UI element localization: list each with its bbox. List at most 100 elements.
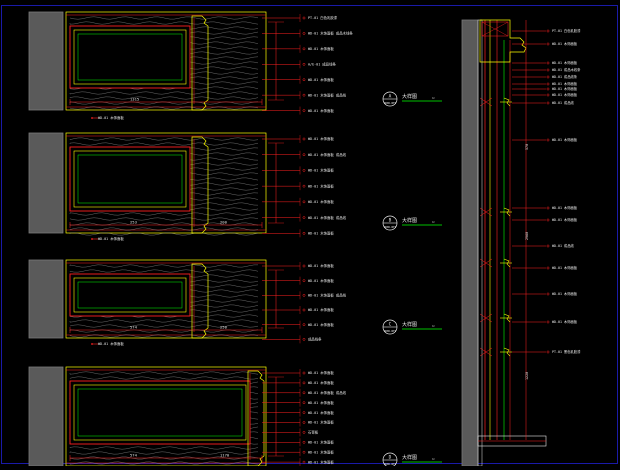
- leader-node: [546, 68, 550, 72]
- material-label: WD-01 木饰面板: [308, 400, 334, 405]
- section-callout-sheet: SB06-NF1: [384, 329, 397, 333]
- material-label: WD-01 木饰面板: [98, 341, 124, 346]
- leader-node: [302, 371, 306, 375]
- material-label: WD-01 木饰面板: [98, 236, 124, 241]
- moulding-detail: [503, 313, 511, 323]
- wall-block: [28, 366, 64, 467]
- sheet-border: [1, 5, 618, 464]
- material-label: WD-01 木饰面板: [308, 199, 334, 204]
- section-scale: 1:: [432, 220, 436, 224]
- material-label: A/E-01 成品线条: [308, 61, 336, 66]
- leader-node: [302, 381, 306, 385]
- material-label: WD-01 木饰面板: [308, 230, 334, 235]
- dimension-value: 2960: [525, 232, 529, 240]
- leader-node: [302, 200, 306, 204]
- material-label: WD-01 木饰面板 成品线: [308, 215, 347, 220]
- wood-grain-line: [69, 269, 259, 273]
- dimension-value: 1220: [525, 372, 529, 380]
- leader-node: [302, 279, 306, 283]
- material-label: WD-01 木饰面板: [552, 92, 578, 97]
- material-label: WD-01 木饰面板: [308, 77, 334, 82]
- section-scale: 1:: [432, 324, 436, 328]
- leader-dot: [91, 117, 93, 119]
- wood-grain-line: [69, 106, 259, 110]
- leader-node: [546, 87, 550, 91]
- material-label: WD-01 木饰面板: [308, 380, 334, 385]
- moulding-detail: [503, 97, 511, 107]
- section-callout-letter: C: [389, 322, 392, 328]
- leader-node: [302, 216, 306, 219]
- dimension-value: 574: [130, 453, 138, 458]
- leader-node: [302, 153, 306, 157]
- material-label: WD-01 木饰面板: [308, 410, 334, 415]
- inner-frame-core: [77, 33, 183, 81]
- wood-grain-line: [69, 227, 259, 231]
- cad-line: [479, 258, 493, 268]
- panel-outline: [65, 11, 267, 111]
- leader-node: [546, 266, 550, 270]
- material-label: WD-01 木饰面板: [308, 183, 334, 188]
- material-label: WD-01 木饰面板: [308, 307, 334, 312]
- material-label: WD-01 木饰面板: [552, 265, 578, 270]
- cad-line: [479, 347, 493, 357]
- moulding-profile: [191, 263, 209, 339]
- leader-node: [546, 350, 550, 354]
- material-label: WD-01 木饰面板: [552, 86, 578, 91]
- leader-node: [546, 206, 550, 210]
- wood-grain-line: [69, 217, 259, 221]
- leader-node: [546, 29, 550, 33]
- section-title: 大样图: [402, 217, 417, 224]
- section-title: 大样图: [402, 321, 417, 328]
- material-label: WD-01 成品线: [552, 243, 575, 248]
- leader-node: [302, 169, 306, 172]
- material-label: WD-01 木饰面板: [308, 322, 334, 327]
- leader-node: [302, 78, 306, 82]
- material-label: WD-01 木饰面板: [308, 370, 334, 375]
- leader-node: [546, 42, 550, 46]
- dimension-value: 253: [130, 220, 137, 225]
- material-label: WD-01 木饰面板: [308, 136, 334, 141]
- material-label: WD-01 木饰面板 成品木线条: [308, 31, 353, 36]
- inner-frame-inset: [73, 29, 187, 85]
- leader-node: [546, 82, 550, 86]
- inner-frame-inset: [73, 150, 187, 208]
- material-label: WD-01 木饰面板: [308, 449, 334, 454]
- section-callout-sheet: SB06-NF1: [384, 225, 397, 229]
- wood-grain-line: [69, 376, 259, 380]
- material-label: WD-01 木饰面板: [308, 420, 334, 425]
- cad-line: [479, 313, 493, 323]
- leader-node: [302, 32, 306, 35]
- wood-grain-line: [69, 461, 259, 465]
- material-label: 石膏板: [308, 430, 319, 435]
- inner-frame-core: [77, 154, 183, 204]
- leader-node: [302, 308, 306, 312]
- leader-node: [302, 137, 306, 141]
- wood-grain-line: [69, 91, 259, 95]
- section-callout-sheet: SB06-NF1: [384, 101, 397, 105]
- wood-grain-line: [69, 334, 259, 338]
- leader-node: [302, 323, 306, 327]
- material-label: WD-01 木饰面板 成品线: [308, 152, 347, 157]
- moulding-profile: [191, 136, 209, 234]
- leader-node: [546, 320, 550, 324]
- material-label: WD-01 木饰面板: [308, 263, 334, 268]
- section-callout-letter: D: [389, 455, 392, 461]
- cad-line: [481, 21, 509, 37]
- inner-frame-inset: [73, 277, 187, 313]
- material-label: WD-01 木饰面板: [98, 115, 124, 120]
- wood-grain-line: [69, 16, 259, 20]
- leader-node: [302, 109, 306, 112]
- material-label: WD-01 木饰面板: [308, 168, 334, 173]
- material-label: WD-01 木饰面板: [552, 60, 578, 65]
- leader-node: [546, 244, 550, 248]
- elevation-wall: [461, 19, 479, 467]
- material-label: WD-01 木饰面板 成品线: [308, 293, 347, 298]
- wood-grain-line: [69, 451, 259, 455]
- leader-node: [302, 184, 306, 188]
- leader-node: [302, 231, 306, 235]
